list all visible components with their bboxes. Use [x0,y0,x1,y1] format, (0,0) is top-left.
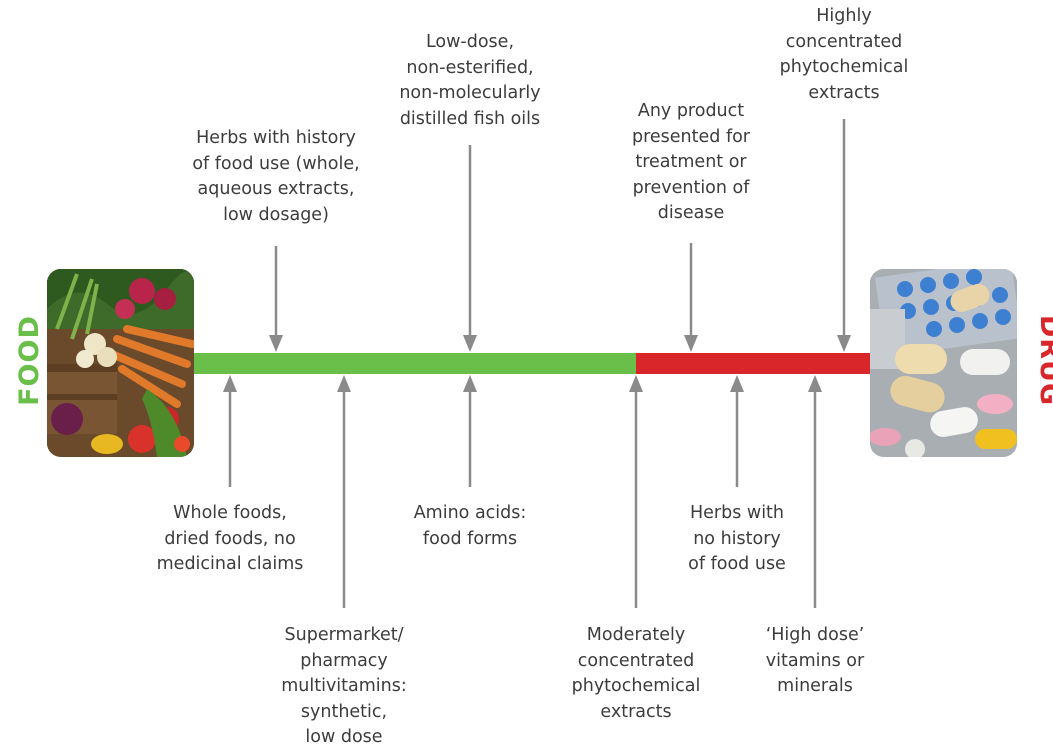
label-high-dose-vitamins: ‘High dose’ vitamins or minerals [765,625,865,696]
arrow-highly-concentrated [837,119,851,352]
arrow-disease-product [684,243,698,352]
arrow-fish-oils [463,145,477,352]
label-amino-acids: Amino acids: food forms [413,503,527,549]
label-herbs-food-use: Herbs with history of food use (whole, a… [192,128,360,225]
arrow-multivitamins [337,375,351,608]
arrow-herbs-food-use [269,246,283,352]
pills-photo [870,269,1017,457]
label-multivitamins: Supermarket/ pharmacy multivitamins: syn… [281,625,407,747]
vegetables-photo [47,269,194,457]
vegetables-illustration [47,269,194,457]
label-whole-foods: Whole foods, dried foods, no medicinal c… [156,503,304,574]
arrow-amino-acids [463,375,477,487]
label-disease-product: Any product presented for treatment or p… [631,101,751,223]
arrow-high-dose-vitamins [808,375,822,608]
arrow-whole-foods [223,375,237,487]
label-fish-oils: Low-dose, non-esterified, non-molecularl… [399,32,541,129]
label-moderately-concentrated: Moderately concentrated phytochemical ex… [571,625,701,722]
food-bar-segment [194,353,636,374]
label-highly-concentrated: Highly concentrated phytochemical extrac… [779,6,909,103]
pills-illustration [870,269,1017,457]
arrow-moderately-concentrated [629,375,643,608]
arrow-herbs-no-history [730,375,744,487]
drug-bar-segment [636,353,870,374]
label-herbs-no-history: Herbs with no history of food use [688,503,786,574]
